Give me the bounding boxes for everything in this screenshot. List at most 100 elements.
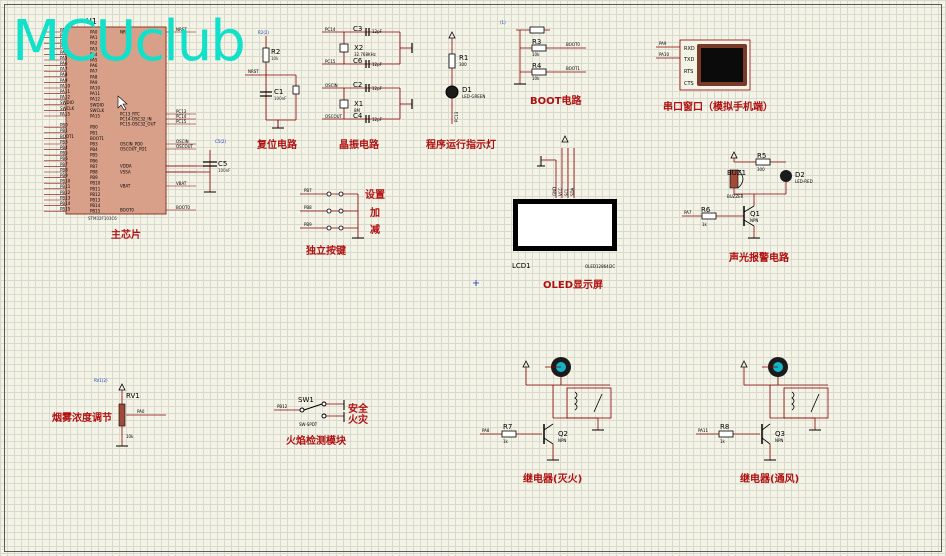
mcu-left-net-label: PA4 <box>60 50 68 55</box>
crystal-x2-val: 32.768KHz <box>354 52 376 57</box>
mcu-right-net-label: VBAT <box>176 181 187 186</box>
oled-pin-2: SCL <box>564 188 569 196</box>
mcu-right-pin-name: VDDA <box>120 164 132 169</box>
uart-pin-3: CTS <box>684 81 694 87</box>
smoke-title: 烟雾浓度调节 <box>52 411 112 424</box>
crystal-circuit[interactable]: C3 12pF C6 12pF C2 12pF C4 12pF X2 32.76… <box>322 25 413 151</box>
mcu-left-net-label: PA5 <box>60 55 68 60</box>
boot-r4: R4 <box>532 62 542 70</box>
mcu-left-net-label: PB10 <box>60 179 71 184</box>
oled-display[interactable]: GND VCC SCL SDA LCD1 OLED12864I2C OLED显示… <box>512 135 617 291</box>
buzzer-alarm-circuit[interactable]: R5 300 D2 LED-RED BUZ1 BUZZER R6 1k PA7 … <box>682 151 813 264</box>
mcu-left-net-label: SWDIO <box>60 100 74 105</box>
mcu-part: STM32F103C6 <box>88 216 117 221</box>
flame-label-safe: 安全 <box>348 402 369 415</box>
mcu-right-pin-name: VSSA <box>120 170 131 175</box>
uart-pin-0: RXD <box>684 46 695 52</box>
mcu-left-pin-name: PB5 <box>90 153 98 158</box>
watermark-logo: MCUclub <box>12 9 246 74</box>
reset-net: NRST <box>248 69 259 74</box>
mcu-left-net-label: PB14 <box>60 201 71 206</box>
mcu-right-pin-name: BOOT0 <box>120 208 134 213</box>
buzzer-r5-val: 300 <box>757 167 765 172</box>
smoke-ref: RV1 <box>126 392 140 400</box>
mcu-left-pin-name: PA9 <box>90 80 98 85</box>
mcu-left-net-label: SWCLK <box>60 106 75 111</box>
mcu-left-pin-name: PA5 <box>90 58 98 63</box>
boot-title: BOOT电路 <box>530 94 582 107</box>
crystal-net-0: PC14 <box>325 27 336 32</box>
mcu-left-net-label: PB5 <box>60 151 68 156</box>
mcu-left-pin-name: PA0 <box>90 30 98 35</box>
mcu-right-pin-name: OSCIN_PD0 <box>120 142 143 147</box>
mcu-left-pin-name: PB13 <box>90 198 101 203</box>
mcu-left-pin-name: SWDIO <box>90 102 104 107</box>
origin-marker <box>473 280 479 286</box>
reset-circuit[interactable]: R2(2) R2 10k NRST C1 100nF 复位电路 <box>245 30 300 151</box>
mcu-left-net-label: PB8 <box>60 167 68 172</box>
crystal-title: 晶振电路 <box>339 138 380 151</box>
uart-pin-1: TXD <box>683 57 694 63</box>
crystal-c2: C2 <box>353 81 362 89</box>
reset-r-ref: R2 <box>271 48 280 56</box>
c5-capacitor[interactable]: C5 100nF C5(2) <box>166 139 231 193</box>
reset-r-val: 10k <box>271 56 279 61</box>
keys-circuit[interactable]: PB7 PB8 PB9 设置 加 减 独立按键 <box>300 188 385 257</box>
mcu-left-pin-name: PA3 <box>90 46 98 51</box>
smoke-val: 10k <box>126 434 134 439</box>
key-label-set: 设置 <box>365 188 385 201</box>
led-title: 程序运行指示灯 <box>426 138 496 151</box>
mcu-left-net-label: PB6 <box>60 156 68 161</box>
mcu-left-pin-name: PA10 <box>90 86 100 91</box>
mcu-left-pin-name: PA2 <box>90 41 98 46</box>
mcu-left-net-label: PA6 <box>60 61 68 66</box>
relay-ventilation[interactable]: PA11 R8 1k Q3 NPN 继电器(通风) <box>696 357 829 485</box>
oled-pin-3: SDA <box>570 187 575 196</box>
mcu-body <box>65 26 167 215</box>
reset-supply: R2(2) <box>258 30 269 35</box>
mcu-left-net-label: PB12 <box>60 190 71 195</box>
mcu-left-net-label: PB4 <box>60 145 68 150</box>
keys-title: 独立按键 <box>306 244 347 257</box>
relay1-title: 继电器(灭火) <box>523 472 582 485</box>
relay2-q: Q3 <box>775 430 785 438</box>
mcu-left-pin-name: PA12 <box>90 97 100 102</box>
mcu-left-net-label: PA8 <box>60 72 68 77</box>
mcu-left-net-label: PA12 <box>60 95 70 100</box>
boot-circuit[interactable]: (1) R3 10k R4 10k BOOT0 BOOT1 BOOT电路 <box>500 20 586 107</box>
led-indicator[interactable]: R1 300 D1 LED-GREEN PC13 程序运行指示灯 <box>426 31 496 151</box>
key-net-2: PB9 <box>304 222 312 227</box>
mcu-left-net-label: PB3 <box>60 139 68 144</box>
flame-switch[interactable]: PB12 SW1 SW-SPDT 安全 火灾 火焰检测模块 <box>274 396 369 447</box>
crystal-c6: C6 <box>353 57 363 65</box>
mcu-left-net-label: PB13 <box>60 195 71 200</box>
uart-terminal[interactable]: PA9 PA10 RXD TXD RTS CTS 串口窗口（模拟手机端） <box>656 39 773 113</box>
reset-c-ref: C1 <box>274 88 283 96</box>
mcu-left-net-label: PA2 <box>60 39 68 44</box>
uart-net-0: PA9 <box>659 41 667 46</box>
led-net: PC13 <box>454 111 459 122</box>
buzzer-q1-val: NPN <box>750 218 758 223</box>
mcu-left-net-label: PB9 <box>60 173 68 178</box>
mcu-left-net-label: BOOT1 <box>60 134 74 139</box>
mouse-cursor-icon <box>117 95 128 111</box>
relay-extinguish[interactable]: PA8 R7 1k Q2 NPN 继电器(灭火) <box>480 357 612 485</box>
crystal-c4: C4 <box>353 112 363 120</box>
buzzer-d2-val: LED-RED <box>795 179 813 184</box>
relay2-net: PA11 <box>698 428 708 433</box>
mcu-left-net-label: PB15 <box>60 207 71 212</box>
led-r-ref: R1 <box>459 54 468 62</box>
mcu-left-pin-name: PA1 <box>90 35 98 40</box>
smoke-net: PA0 <box>137 409 145 414</box>
mcu-left-net-label: PB7 <box>60 162 68 167</box>
flame-title: 火焰检测模块 <box>286 434 347 447</box>
relay2-r: R8 <box>720 423 729 431</box>
mcu-left-pin-name: PB0 <box>90 125 98 130</box>
reset-c-val: 100nF <box>274 96 287 101</box>
mcu-left-pin-name: PA15 <box>90 114 100 119</box>
relay1-net: PA8 <box>482 428 490 433</box>
smoke-potentiometer[interactable]: RV1(2) RV1 PA0 10k 烟雾浓度调节 <box>52 378 166 447</box>
